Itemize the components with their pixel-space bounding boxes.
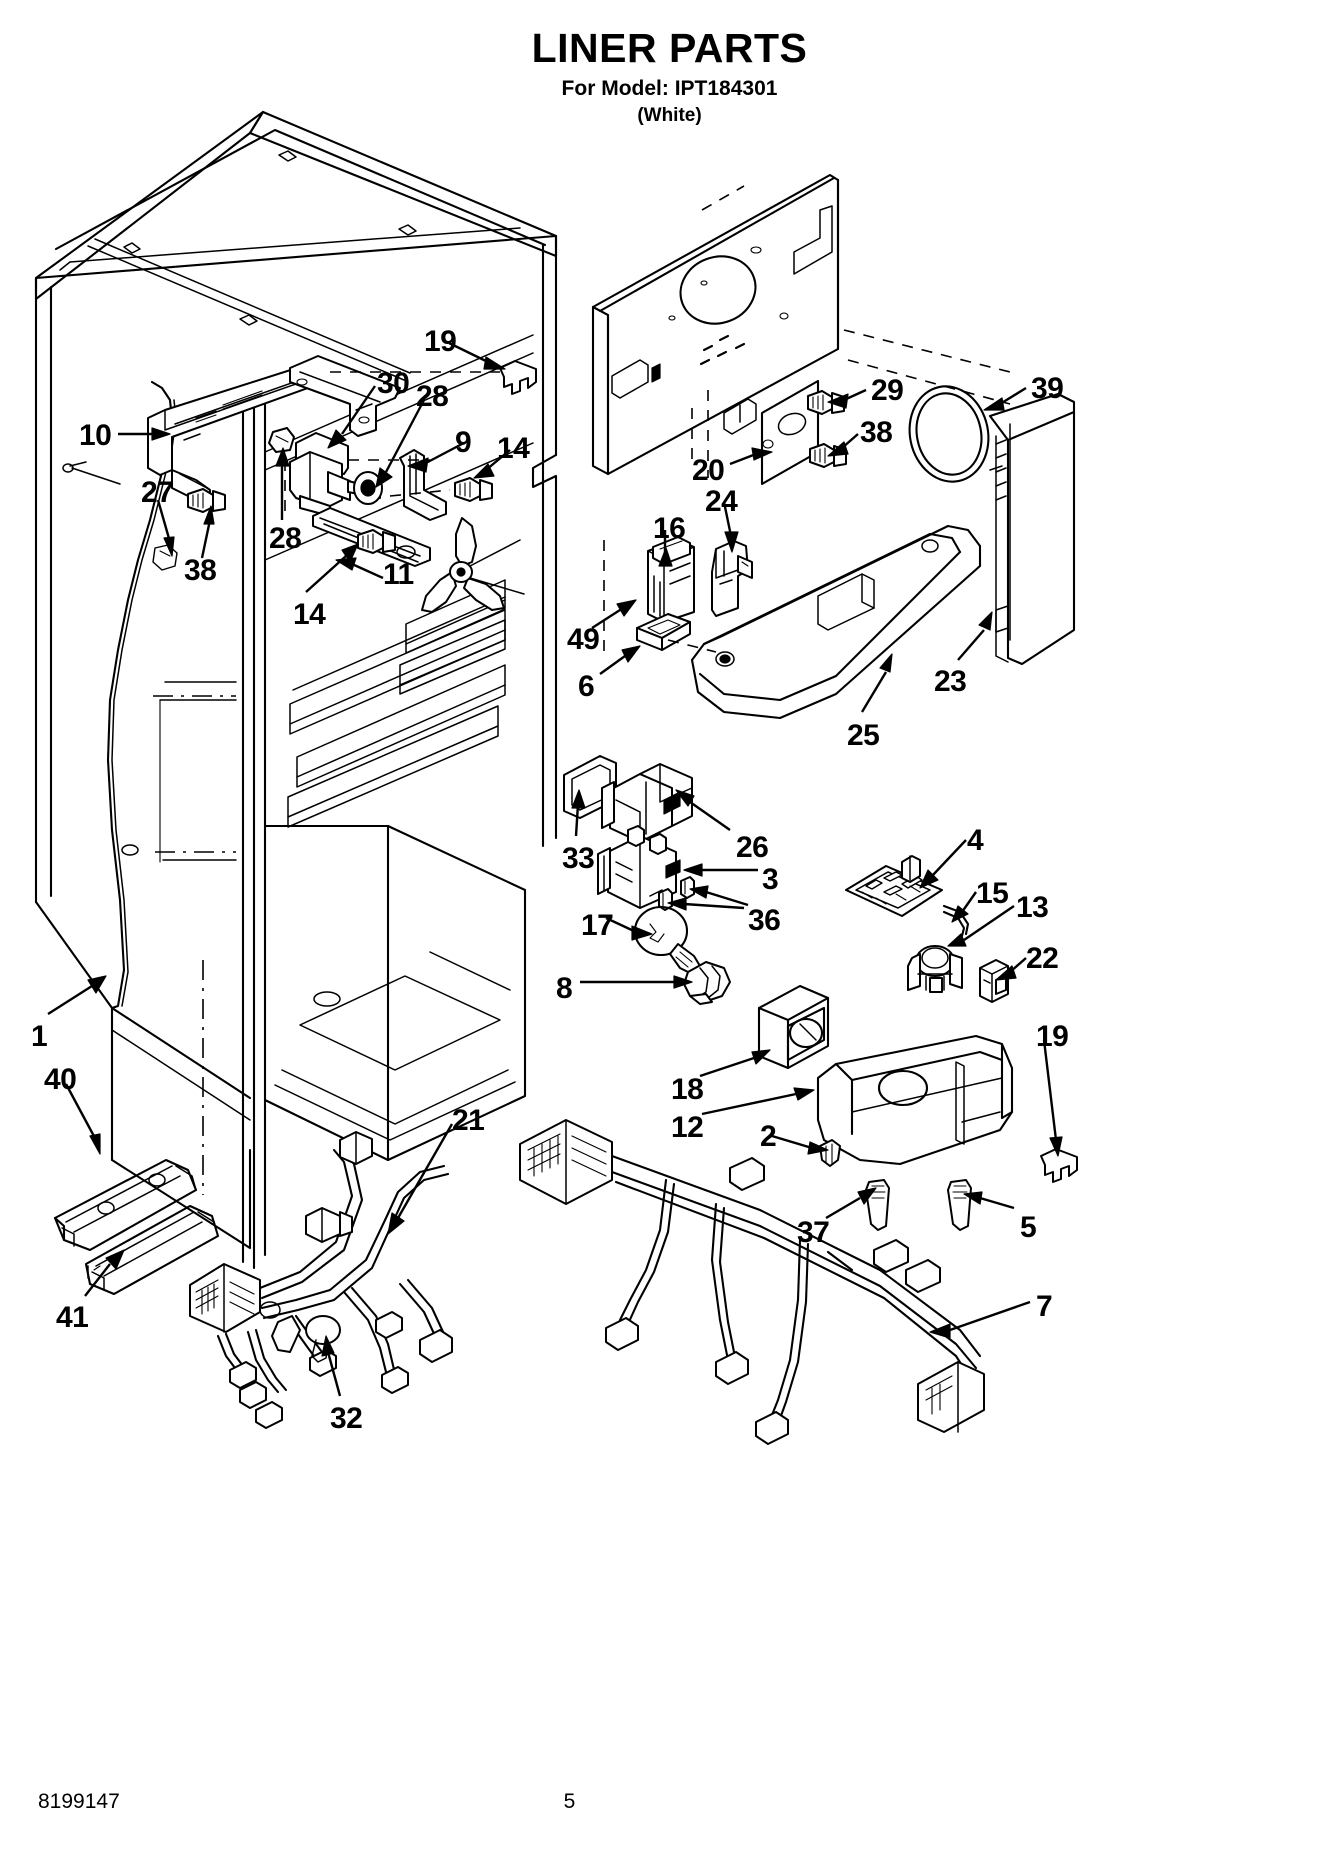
housing-18	[757, 984, 830, 1070]
gasket-and-side-panel	[908, 385, 1076, 666]
screw-5	[947, 1179, 972, 1231]
callout-20: 20	[692, 454, 725, 487]
callout-16: 16	[653, 512, 686, 545]
shelf-clip-19	[499, 360, 537, 395]
light-lens-40	[53, 1158, 198, 1252]
document-number: 8199147	[38, 1790, 120, 1813]
callout-18: 18	[671, 1073, 704, 1106]
page-footer: 8199147 5	[0, 1790, 1339, 1830]
callout-17: 17	[581, 909, 614, 942]
wire-harness-21	[189, 1131, 453, 1429]
light-shield-41	[84, 1204, 220, 1296]
callout-28-left: 28	[269, 522, 302, 555]
callout-3: 3	[762, 863, 779, 896]
connector-24	[711, 540, 753, 617]
callout-37: 37	[797, 1216, 830, 1249]
callout-4: 4	[967, 824, 984, 857]
callout-21: 21	[452, 1104, 485, 1137]
callout-15: 15	[976, 877, 1009, 910]
color-subtitle: (White)	[637, 105, 702, 126]
wire-harness-7	[519, 1119, 985, 1445]
callout-19-top: 19	[424, 325, 457, 358]
callout-13: 13	[1016, 891, 1049, 924]
bulb-17	[633, 905, 701, 975]
control-26	[601, 763, 693, 843]
callout-41: 41	[56, 1301, 89, 1334]
callout-49: 49	[567, 623, 600, 656]
callout-14-lower: 14	[293, 598, 326, 631]
wire-15	[942, 904, 970, 938]
callout-8: 8	[556, 972, 573, 1005]
callout-2: 2	[760, 1120, 777, 1153]
connector-22	[979, 959, 1009, 1003]
callout-38-left: 38	[184, 554, 217, 587]
control-3	[597, 825, 681, 909]
callout-30: 30	[377, 367, 410, 400]
thermostat-13	[907, 945, 963, 993]
callout-11: 11	[383, 558, 414, 591]
callout-38-right: 38	[860, 416, 893, 449]
callout-32: 32	[330, 1402, 363, 1435]
callout-29: 29	[871, 374, 904, 407]
connector-16	[647, 536, 695, 623]
duct-cover-25	[690, 524, 982, 720]
socket-8	[683, 961, 731, 1005]
page-header: LINER PARTS For Model: IPT184301 (White)	[0, 0, 1339, 126]
callout-24: 24	[705, 485, 738, 518]
screws-36	[658, 876, 695, 911]
callout-19-bottom: 19	[1036, 1020, 1069, 1053]
fan-blade	[421, 517, 525, 613]
callout-12: 12	[671, 1111, 704, 1144]
callout-39: 39	[1031, 372, 1064, 405]
callout-26: 26	[736, 831, 769, 864]
top-bracket-assembly	[147, 355, 537, 613]
callout-23: 23	[934, 665, 967, 698]
callout-25: 25	[847, 719, 880, 752]
clip-2	[819, 1139, 841, 1167]
page-number: 5	[563, 1790, 576, 1813]
drain-pan-12	[816, 1034, 1014, 1166]
callout-7: 7	[1036, 1290, 1053, 1323]
rear-panel-illustration	[591, 173, 1011, 486]
callout-36: 36	[748, 904, 781, 937]
model-subtitle: For Model: IPT184301	[561, 77, 778, 100]
screw-14b	[357, 529, 396, 554]
page-title: LINER PARTS	[531, 25, 808, 71]
screw-14a	[454, 477, 493, 502]
shelf-clip-19b	[1040, 1148, 1078, 1183]
callout-14-upper: 14	[497, 432, 530, 465]
callout-28-right: 28	[416, 380, 449, 413]
callout-5: 5	[1020, 1211, 1037, 1244]
screw-38	[187, 488, 226, 513]
callout-40: 40	[44, 1063, 77, 1096]
control-board-4	[845, 855, 943, 917]
callout-1: 1	[31, 1020, 48, 1053]
gasket-6	[636, 613, 691, 651]
cabinet-liner-illustration	[34, 110, 558, 1270]
callout-6: 6	[578, 670, 595, 703]
leader-lines	[47, 341, 1063, 1397]
callout-33: 33	[562, 842, 595, 875]
callout-9: 9	[455, 426, 472, 459]
callout-22: 22	[1026, 942, 1059, 975]
callout-27: 27	[141, 476, 174, 509]
screw-37	[865, 1179, 890, 1231]
callout-10: 10	[79, 419, 112, 452]
